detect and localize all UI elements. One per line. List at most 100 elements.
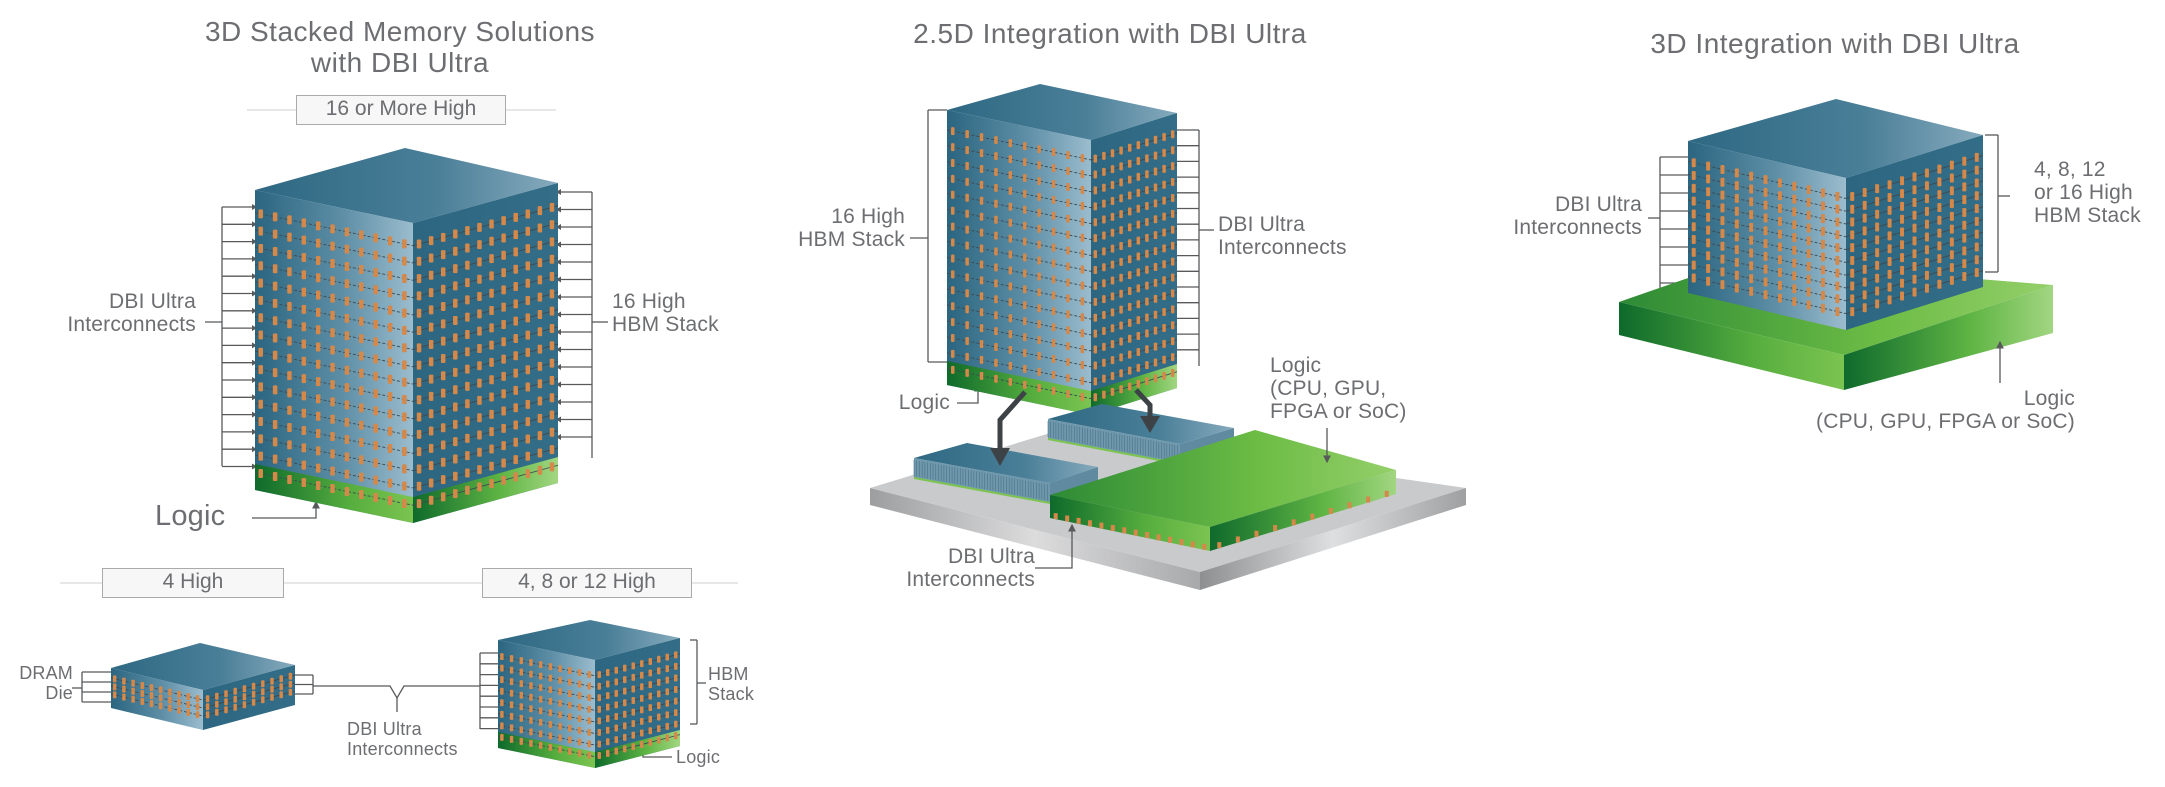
interconnect-pad [1777, 268, 1782, 278]
die-logic-edge [913, 477, 1051, 504]
trace-line [110, 677, 204, 701]
interconnect-pad [428, 357, 434, 367]
interconnect-pad [1835, 281, 1840, 291]
interconnect-pad [287, 440, 292, 450]
interconnect-pad [344, 435, 350, 445]
interconnect-pad [548, 686, 553, 694]
interconnect-pad [1162, 371, 1166, 380]
interconnect-pad [525, 244, 531, 254]
interconnect-pad [149, 684, 154, 692]
interconnect-pad [1066, 246, 1070, 255]
interconnect-pad [537, 275, 543, 285]
interconnect-pad [674, 686, 678, 694]
interconnect-pad [1119, 289, 1123, 298]
interconnect-pad [272, 471, 278, 481]
interconnect-pad [1008, 282, 1013, 291]
interconnect-pad [387, 357, 393, 367]
interconnect-pad [1937, 241, 1942, 251]
interconnect-pad [1366, 496, 1371, 503]
interconnect-pad [440, 371, 446, 381]
interconnect-pad [177, 698, 181, 706]
trace-line [110, 693, 204, 717]
interconnect-pad [1080, 297, 1085, 306]
interconnect-pad [387, 305, 393, 315]
interconnect-pad [344, 365, 350, 375]
interconnect-pad [1875, 299, 1880, 309]
interconnect-pad [1777, 229, 1782, 239]
interconnect-pad [1691, 158, 1696, 168]
arrow-icon [556, 381, 561, 388]
interconnect-pad [1008, 155, 1013, 164]
interconnect-pad [1937, 190, 1942, 200]
interconnect-pad [994, 311, 998, 320]
interconnect-pad [112, 675, 117, 683]
interconnect-pad [1102, 311, 1106, 320]
arrow-icon [252, 238, 257, 245]
interconnect-pad [272, 368, 278, 378]
interconnect-pad [373, 337, 378, 347]
interconnect-pad [344, 452, 350, 462]
interconnect-pad [224, 706, 228, 714]
interconnect-pad [428, 391, 434, 401]
interconnect-pad [1937, 202, 1942, 212]
interconnect-pad [428, 461, 434, 471]
interconnect-pad [1835, 255, 1840, 265]
interconnect-pad [1066, 182, 1070, 191]
interconnect-pad [538, 695, 543, 703]
interconnect-pad [965, 337, 969, 346]
interconnect-pad [1763, 226, 1768, 236]
interconnect-pad [177, 690, 181, 698]
interconnect-pad [1749, 210, 1754, 220]
interconnect-pad [525, 313, 531, 323]
interconnect-pad [1162, 133, 1166, 142]
interconnect-pad [1162, 164, 1166, 173]
interconnect-pad [402, 239, 407, 249]
interconnect-pad [387, 322, 393, 332]
interconnect-pad [513, 368, 518, 378]
interconnect-pad [1273, 525, 1278, 532]
interconnect-pad [270, 685, 274, 693]
interconnect-pad [951, 127, 955, 136]
interconnect-pad [606, 738, 610, 746]
interconnect-pad [330, 241, 335, 251]
interconnect-pad [525, 330, 531, 340]
interconnect-pad [186, 700, 191, 708]
interconnect-pad [1974, 204, 1979, 214]
interconnect-pad [1051, 164, 1056, 173]
interconnect-pad [272, 350, 278, 360]
interconnect-pad [951, 318, 955, 327]
interconnect-pad [1008, 170, 1013, 179]
interconnect-pad [1102, 374, 1106, 383]
interconnect-pad [1119, 226, 1123, 235]
interconnect-pad [1875, 260, 1880, 270]
interconnect-pad [242, 685, 247, 693]
interconnect-pad [509, 655, 514, 663]
interconnect-pad [979, 133, 984, 142]
interconnect-pad [279, 691, 283, 699]
interconnect-pad [1900, 201, 1905, 211]
interconnect-pad [1974, 152, 1979, 162]
trace-line [412, 412, 559, 454]
interconnect-pad [519, 680, 524, 688]
interconnect-pad [1051, 275, 1056, 284]
interconnect-pad [513, 351, 518, 361]
interconnect-pad [1850, 294, 1855, 304]
interconnect-pad [1763, 264, 1768, 274]
interconnect-pad [489, 409, 494, 419]
interconnect-pad [477, 309, 482, 319]
interconnect-pad [1023, 349, 1027, 358]
interconnect-pad [1008, 234, 1013, 243]
interconnect-pad [1170, 368, 1175, 377]
interconnect-pad [1066, 342, 1070, 351]
interconnect-pad [330, 449, 335, 459]
interconnect-pad [1900, 253, 1905, 263]
interconnect-pad [1037, 367, 1041, 376]
interconnect-pad [416, 291, 422, 301]
interconnect-pad [537, 309, 543, 319]
interconnect-pad [1806, 249, 1811, 259]
bottom-interconnect-leader [1035, 523, 1076, 569]
interconnect-pad [1136, 268, 1141, 277]
interconnect-pad [1136, 347, 1141, 356]
interconnect-pad [416, 256, 422, 266]
interconnect-pad [1974, 255, 1979, 265]
